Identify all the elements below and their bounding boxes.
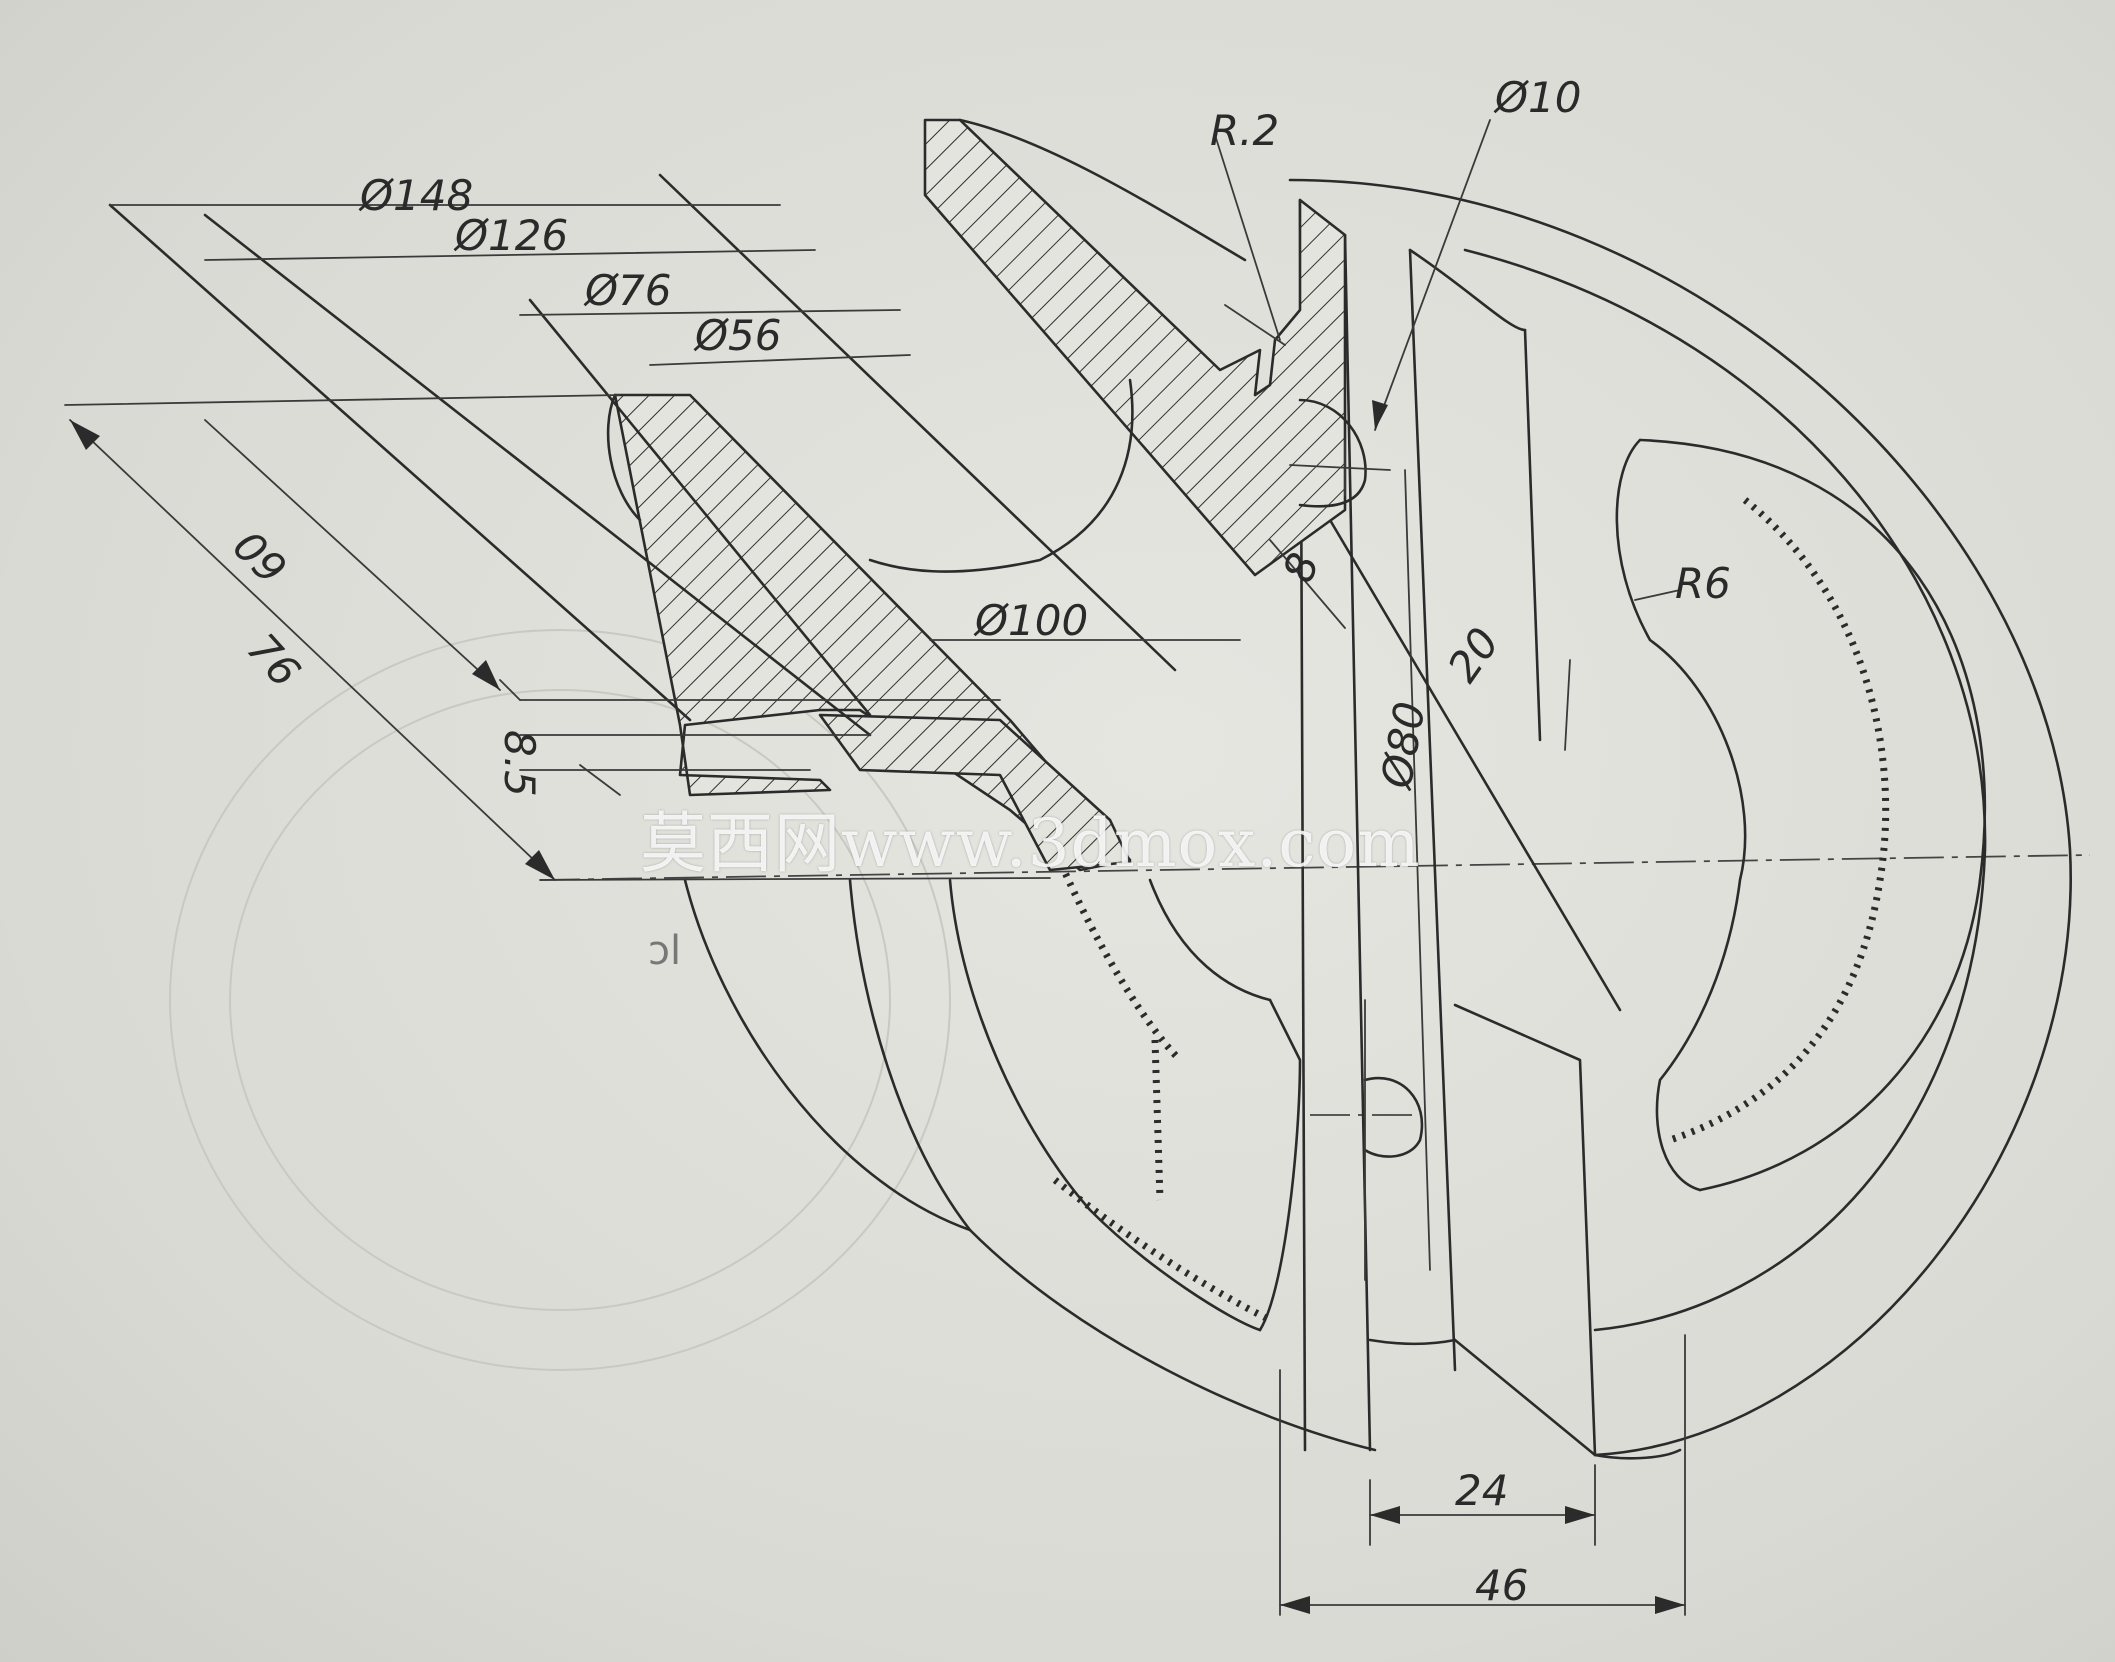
hole-dia-10 <box>1289 398 1391 508</box>
hub-arc <box>606 393 642 522</box>
label-dia-100: Ø100 <box>973 596 1088 645</box>
label-len-60: 60 <box>225 520 297 592</box>
label-radius-6: R6 <box>1675 559 1731 608</box>
bore-arc <box>868 378 1134 573</box>
sectioned-profile <box>613 118 1347 872</box>
label-len-76: 76 <box>238 624 310 697</box>
dimension-labels: Ø148 Ø126 Ø76 Ø56 Ø100 Ø10 R.2 R6 60 76 … <box>225 73 1731 1610</box>
dimension-lines <box>69 119 1686 1616</box>
watermark-text: 莫西网www.3dmox.com <box>640 805 1421 882</box>
label-dia-126: Ø126 <box>453 211 568 260</box>
label-len-24: 24 <box>1455 1466 1508 1515</box>
stray-pencil-mark: ɔl <box>648 928 682 974</box>
label-len-8-5: 8.5 <box>495 730 544 797</box>
knurl-texture <box>1031 497 1890 1324</box>
label-len-46: 46 <box>1475 1561 1528 1610</box>
label-radius-2: R.2 <box>1210 106 1279 155</box>
label-dia-148: Ø148 <box>358 171 473 220</box>
flange-arc <box>958 118 1247 262</box>
extension-lines <box>64 173 1241 881</box>
inner-slot <box>948 438 1987 1332</box>
ghost-construction-circles <box>169 629 951 1371</box>
label-dia-10: Ø10 <box>1493 73 1582 122</box>
label-dia-80: Ø80 <box>1371 698 1435 794</box>
label-dia-76: Ø76 <box>583 266 672 315</box>
main-center-line <box>539 854 2091 881</box>
label-dia-56: Ø56 <box>693 311 782 360</box>
label-len-20: 20 <box>1438 619 1509 691</box>
half-hole-bottom <box>1363 999 1424 1281</box>
